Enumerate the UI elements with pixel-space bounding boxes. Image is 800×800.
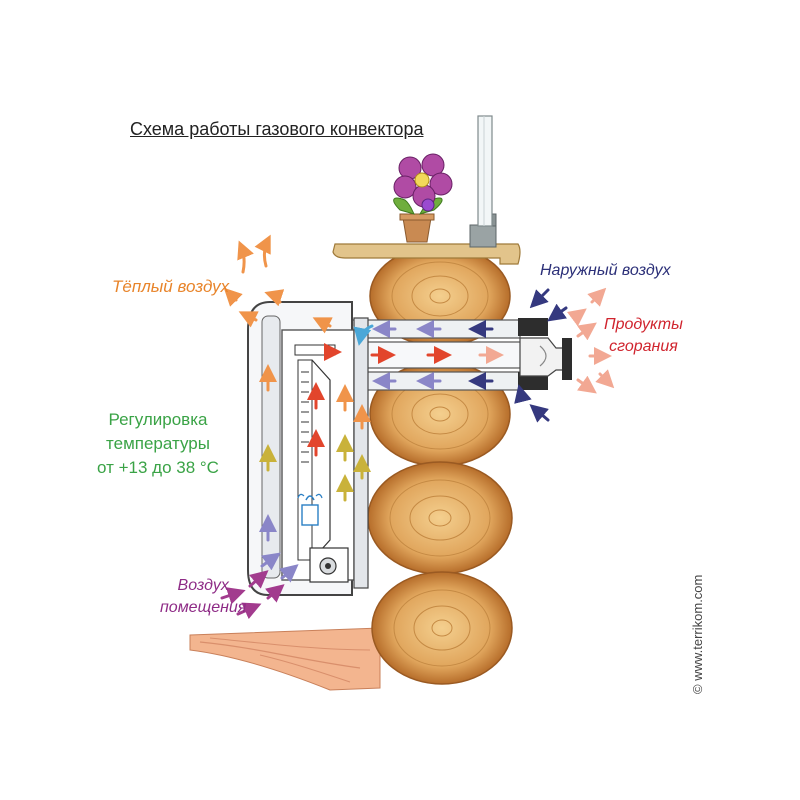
inner-heat-arrows: [259, 343, 371, 542]
warm-air-arrows: [223, 234, 333, 334]
copyright-text: © www.terrikom.com: [690, 574, 705, 694]
regulation-line-3: от +13 до 38 °С: [97, 458, 219, 477]
flower-pot-icon: [393, 153, 453, 243]
flue-arrows: [353, 320, 504, 390]
combustion-products-label: Продукты сгорания: [604, 314, 683, 358]
diagram-title: Схема работы газового конвектора: [130, 119, 424, 139]
log-4: [371, 571, 513, 685]
floor: [189, 627, 381, 691]
outside-air-label: Наружный воздух: [540, 262, 671, 279]
temperature-regulation-label: Регулировка температуры от +13 до 38 °С: [97, 408, 219, 480]
outside-air-arrows: [514, 288, 568, 423]
combustion-arrows: [567, 287, 615, 394]
log-wall: [367, 245, 513, 685]
window-glass: [477, 115, 493, 227]
combustion-products-line-1: Продукты: [604, 316, 683, 333]
warm-air-label: Тёплый воздух: [112, 277, 230, 296]
room-air-label: Воздух помещения: [160, 575, 246, 619]
gas-convector: [247, 301, 369, 596]
room-air-line-2: помещения: [160, 599, 247, 616]
regulation-line-2: температуры: [106, 434, 210, 453]
regulation-line-1: Регулировка: [108, 410, 208, 429]
log-3: [367, 461, 513, 575]
room-air-arrows: [220, 552, 299, 620]
room-air-line-1: Воздух: [177, 577, 229, 594]
combustion-products-line-2: сгорания: [609, 338, 678, 355]
